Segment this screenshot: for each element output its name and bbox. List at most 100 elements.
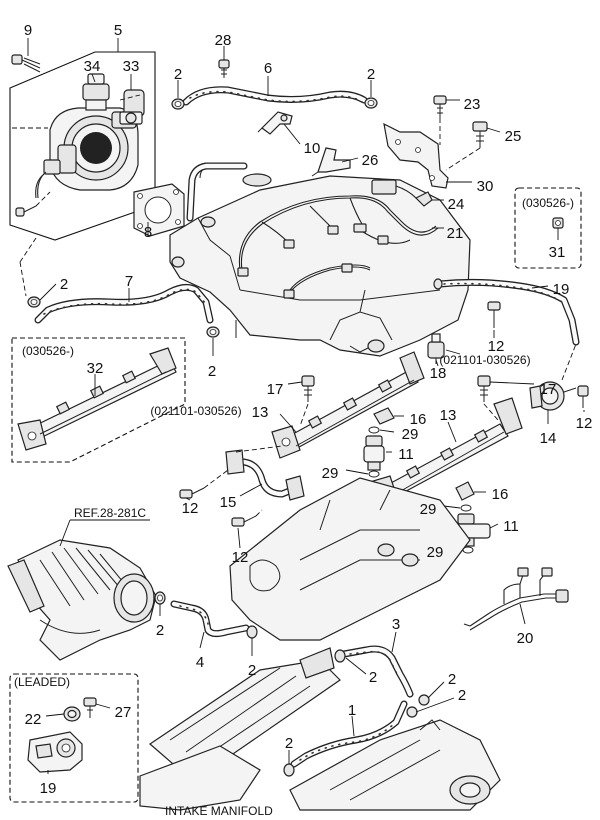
clamp-2-left [27,296,41,308]
callout-c14: 14 [540,430,557,447]
throttle-body [35,107,139,199]
callout-c10: 10 [304,140,321,157]
callout-c31: 31 [549,244,566,261]
callout-c2c: 2 [60,276,68,293]
intake-manifold-label: INTAKE MANIFOLD [165,804,273,818]
clamp-2-mid [206,326,220,338]
callout-c15: 15 [220,494,237,511]
bracket-10 [257,111,293,135]
callout-c30: 30 [477,178,494,195]
callout-c29b: 29 [322,465,339,482]
callout-c21: 21 [447,225,464,242]
callout-c2i: 2 [458,687,466,704]
plug-22 [63,706,81,722]
hose-4 [170,600,250,638]
intake-manifold-lower [139,647,501,811]
callout-c26: 26 [362,152,379,169]
clamp-2-hose4 [154,591,166,605]
callout-c22: 22 [25,711,42,728]
callout-c32: 32 [87,360,104,377]
callout-c4: 4 [196,654,204,671]
callout-c29a: 29 [402,426,419,443]
callout-c12d: 12 [232,549,249,566]
bracket-30 [383,122,449,189]
callout-c0526a: (030526-) [522,196,574,210]
callout-c8: 8 [144,224,152,241]
bolt-12-left [179,487,205,499]
callout-c13a: 13 [252,404,269,421]
intake-plenum [169,162,471,357]
hose-6 [182,86,368,106]
callout-c20: 20 [517,630,534,647]
callout-c17b: 17 [540,381,557,398]
callout-c1: 1 [348,702,356,719]
fuel-rail-32 [17,347,177,451]
callout-c2e: 2 [156,622,164,639]
callout-c17a: 17 [267,381,284,398]
bracket-26 [311,147,351,177]
callout-c2h: 2 [448,671,456,688]
sensor-18 [427,333,445,364]
fuel-rail-13-upper [271,351,425,459]
clip-16-lower [455,481,475,501]
callout-c2j: 2 [285,735,293,752]
clamp-2-top-left [171,98,185,110]
callout-c7: 7 [125,273,133,290]
screw-28 [218,59,230,78]
clip-16-upper [373,407,395,425]
lower-intake-manifold [229,477,471,641]
callout-c11b: 11 [503,518,519,535]
callout-c2b: 2 [367,66,375,83]
bolt-12-lower [231,515,257,527]
callout-c2d: 2 [208,363,216,380]
fuel-line-19 [433,278,580,346]
callout-c2g: 2 [369,669,377,686]
variant-box-31 [514,187,582,269]
hose-1 [290,700,408,768]
clamp-2-hose3 [334,649,346,663]
callout-c16a: 16 [410,411,427,428]
sensor-34 [82,73,110,111]
callout-c5: 5 [114,22,122,39]
callout-c9: 9 [24,22,32,39]
callout-c24: 24 [448,196,465,213]
callout-c33: 33 [123,58,140,75]
hose-7 [34,283,214,324]
pressure-regulator-14 [529,381,577,411]
hose-3 [340,645,414,698]
clamp-2-hose1-bottom [283,763,295,777]
callout-c34: 34 [84,58,101,75]
bolt-12-top-right [487,301,501,328]
callout-c19b: 19 [40,780,57,797]
callout-c23: 23 [464,96,481,113]
callout-c11a: 11 [398,446,414,463]
callout-c28: 28 [215,32,232,49]
bolt-27 [83,697,97,718]
bolt-25 [472,121,488,148]
callout-c2f: 2 [248,662,256,679]
variant-box-32 [11,337,186,463]
callout-c12b: 12 [576,415,593,432]
bolt-17-left [301,375,315,402]
clamp-2-hose3-end [418,694,430,706]
callout-c27: 27 [115,704,132,721]
fuel-fitting-19 [27,731,83,773]
bolt-small [15,205,37,217]
callout-c19a: 19 [553,281,570,298]
variant-box-leaded [9,673,139,803]
fuel-pipe-15 [225,449,305,501]
bolt-12-right [577,385,589,408]
clamp-2-hose1-top [406,706,418,718]
clamp-2-top-right [364,97,378,109]
callout-c29d: 29 [427,544,444,561]
bolt-23 [433,95,447,118]
callout-c0526b: (030526-) [22,344,74,358]
callout-c16b: 16 [492,486,509,503]
nut-31 [552,217,564,229]
callout-c18: 18 [430,365,447,382]
callout-c6: 6 [264,60,272,77]
callout-c12c: 12 [182,500,199,517]
air-intake-hose [7,539,157,661]
